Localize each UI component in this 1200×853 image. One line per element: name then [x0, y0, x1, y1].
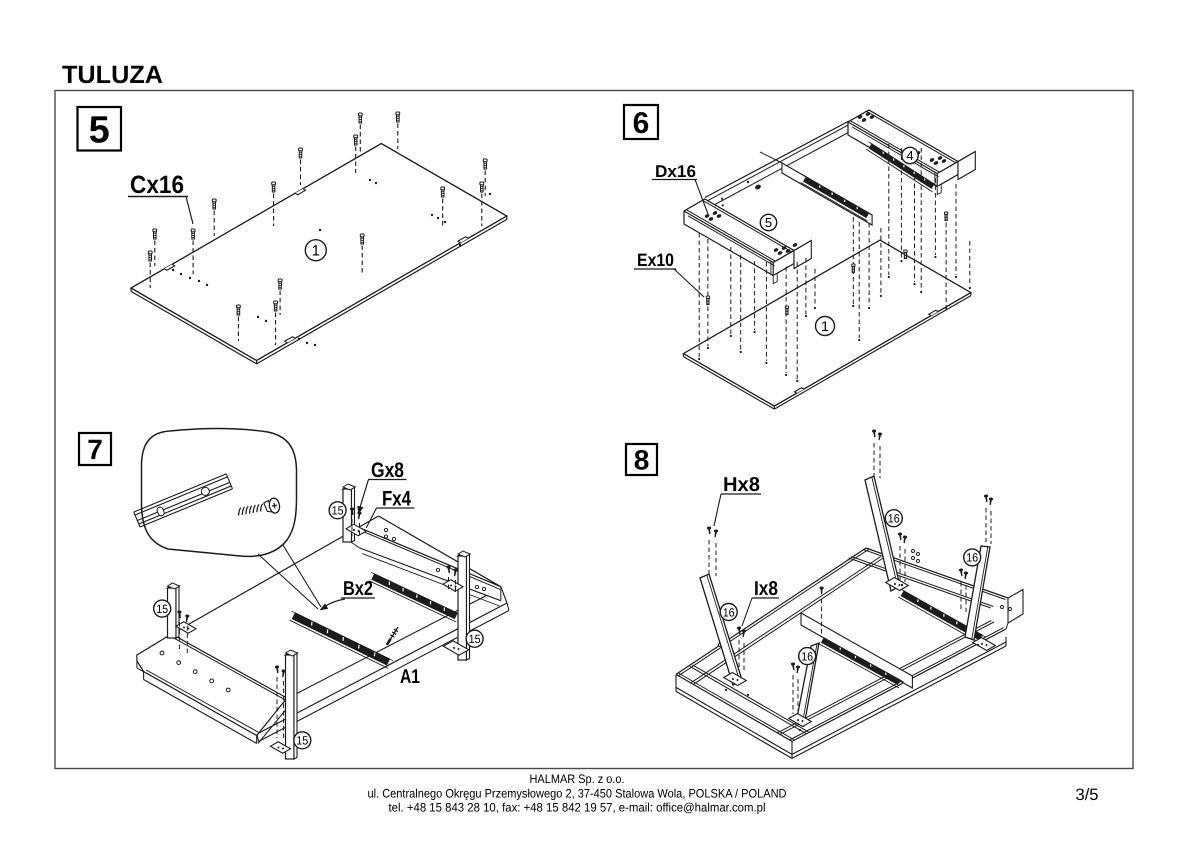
- svg-text:15: 15: [156, 602, 168, 616]
- svg-text:15: 15: [296, 734, 308, 748]
- svg-text:Ix8: Ix8: [754, 578, 778, 600]
- svg-text:6: 6: [633, 107, 650, 140]
- svg-text:16: 16: [801, 649, 813, 663]
- svg-text:TULUZA: TULUZA: [62, 61, 163, 89]
- svg-text:Ex10: Ex10: [637, 250, 674, 270]
- svg-text:7: 7: [87, 434, 103, 465]
- svg-text:16: 16: [723, 605, 735, 619]
- svg-text:8: 8: [634, 445, 650, 476]
- svg-text:1: 1: [821, 318, 829, 334]
- svg-text:Fx4: Fx4: [382, 488, 411, 511]
- svg-text:A1: A1: [400, 666, 420, 688]
- svg-text:16: 16: [888, 512, 900, 526]
- svg-text:tel. +48 15 843 28 10, fax: +4: tel. +48 15 843 28 10, fax: +48 15 842 1…: [389, 801, 766, 815]
- svg-text:3/5: 3/5: [1076, 786, 1099, 804]
- svg-text:5: 5: [89, 109, 110, 151]
- svg-text:15: 15: [469, 632, 481, 646]
- svg-text:Gx8: Gx8: [371, 459, 404, 482]
- svg-text:15: 15: [332, 504, 344, 518]
- svg-text:1: 1: [312, 243, 320, 260]
- svg-text:Bx2: Bx2: [343, 578, 373, 600]
- svg-text:ul. Centralnego Okręgu Przemys: ul. Centralnego Okręgu Przemysłowego 2, …: [368, 787, 787, 801]
- svg-text:5: 5: [765, 215, 772, 230]
- svg-text:16: 16: [966, 551, 978, 565]
- svg-text:Dx16: Dx16: [655, 162, 696, 181]
- svg-text:Cx16: Cx16: [130, 171, 184, 199]
- svg-text:4: 4: [906, 148, 913, 163]
- svg-text:HALMAR Sp. z o.o.: HALMAR Sp. z o.o.: [530, 772, 625, 786]
- svg-text:Hx8: Hx8: [723, 474, 760, 496]
